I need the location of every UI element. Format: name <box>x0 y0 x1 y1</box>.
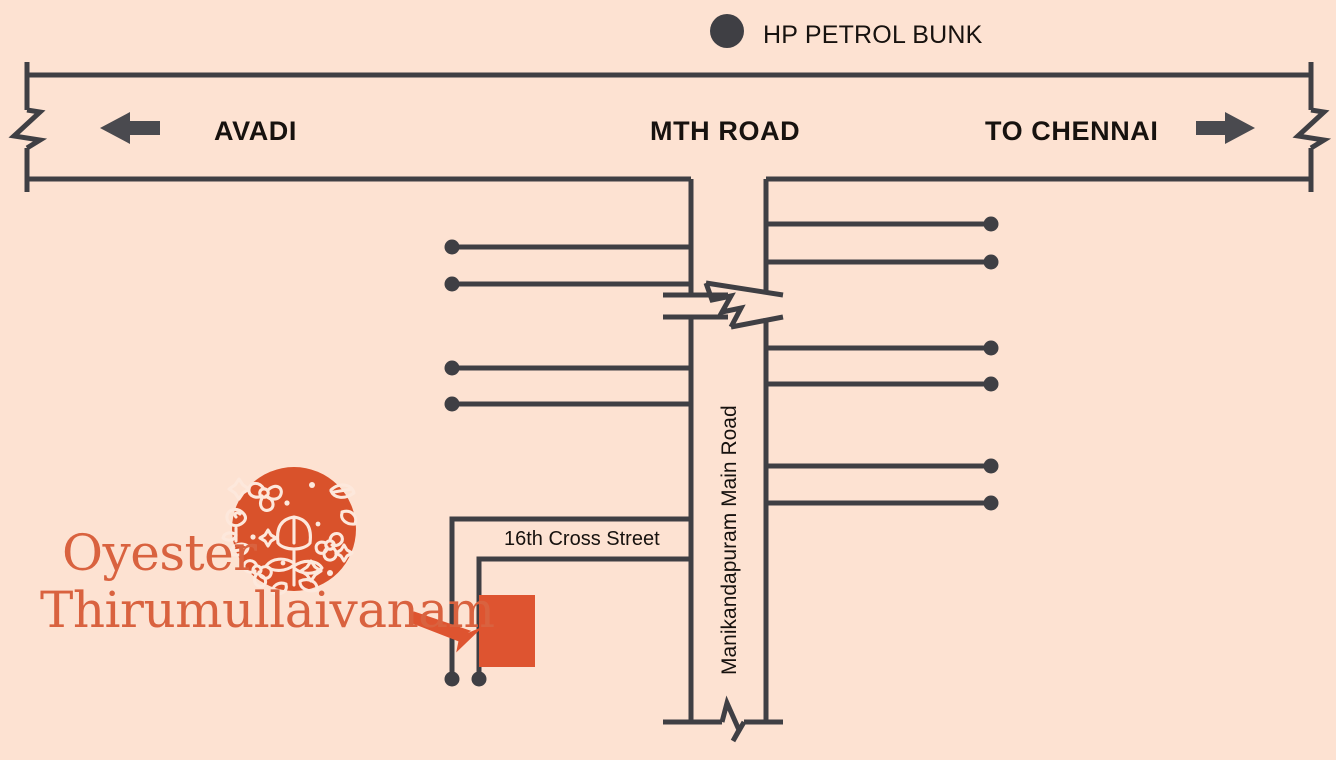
left-branch-3-end-node <box>444 360 460 376</box>
hp-petrol-bunk-label: HP PETROL BUNK <box>763 21 983 49</box>
left-branch-4-end-node <box>444 396 460 412</box>
arrow-left-icon <box>100 112 160 144</box>
mth-road-right-break-icon <box>1292 62 1332 192</box>
sixteenth-cross-street-label: 16th Cross Street <box>504 528 660 550</box>
destination-building-marker[interactable] <box>479 595 535 667</box>
avadi-direction-label: AVADI <box>214 116 297 146</box>
arrow-right-icon <box>1196 112 1255 144</box>
manikandapuram-road-bottom-break-icon <box>663 695 783 743</box>
right-branch-3-end-node <box>983 340 999 356</box>
right-branch-2-end-node <box>983 254 999 270</box>
hp-petrol-bunk-marker-icon <box>710 14 744 48</box>
to-chennai-direction-label: TO CHENNAI <box>985 116 1159 146</box>
right-branch-6-end-node <box>983 495 999 511</box>
right-branch-4-end-node <box>983 376 999 392</box>
brand-name-line2: Thirumullaivanam <box>40 581 495 639</box>
sixteenth-cross-upper-end-node <box>444 671 460 687</box>
manikandapuram-road-break-icon <box>663 280 784 330</box>
right-branch-1-end-node <box>983 216 999 232</box>
sixteenth-cross-lower-end-node <box>471 671 487 687</box>
left-branch-1-end-node <box>444 239 460 255</box>
mth-road-label: MTH ROAD <box>650 116 800 146</box>
left-branch-2-end-node <box>444 276 460 292</box>
right-branch-5-end-node <box>983 458 999 474</box>
brand-name-line1: Oyester <box>62 524 257 582</box>
mth-road-left-break-icon <box>8 62 48 192</box>
manikandapuram-road-label: Manikandapuram Main Road <box>718 405 741 675</box>
floral-circle-logo <box>221 467 358 596</box>
destination-arrow-icon <box>409 611 482 653</box>
